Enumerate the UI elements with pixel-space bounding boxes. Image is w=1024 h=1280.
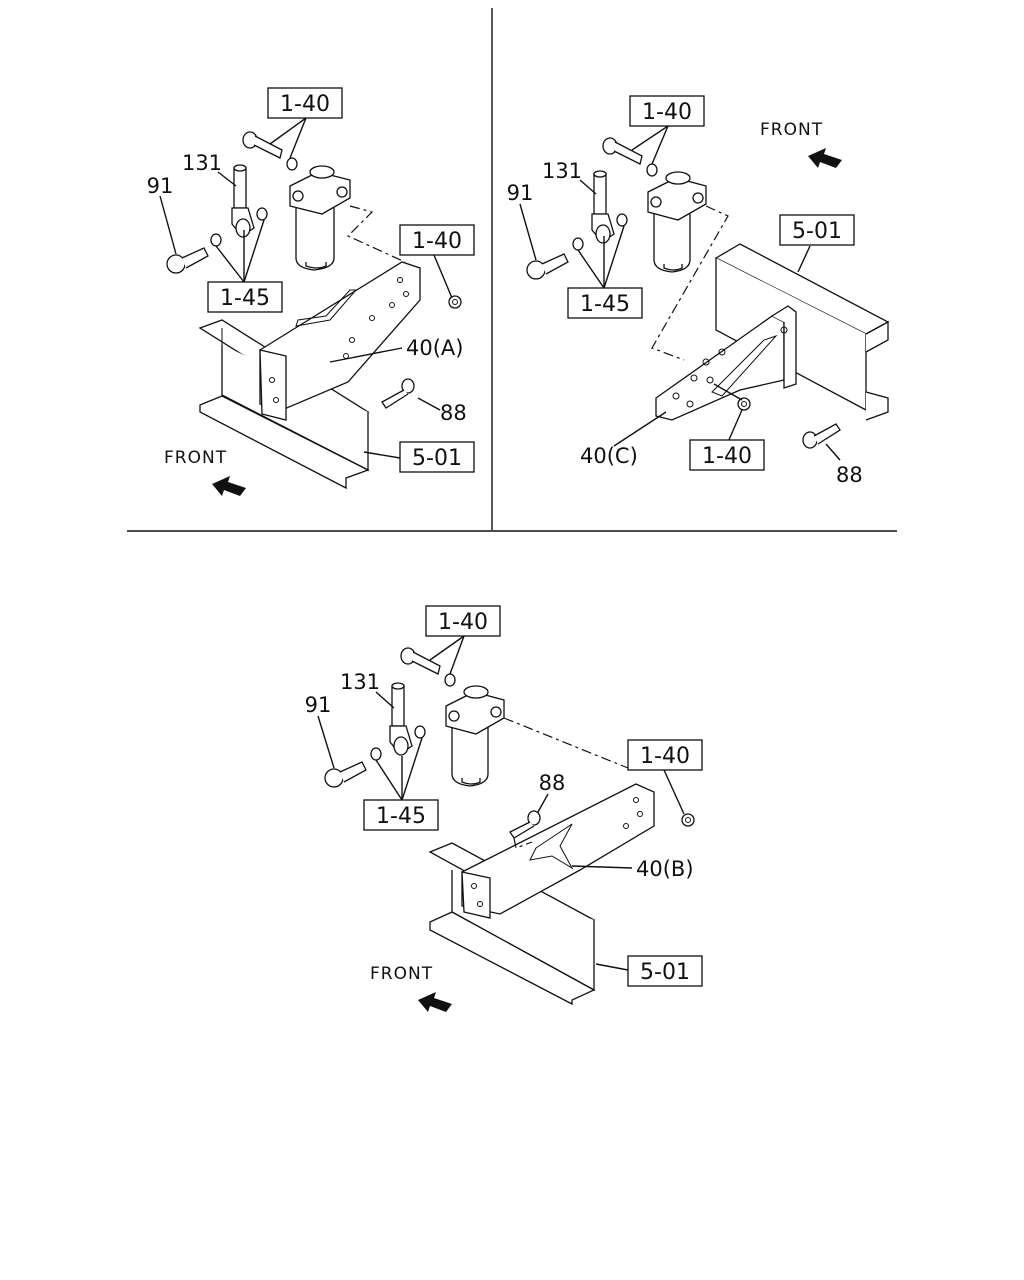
front-label-a: FRONT — [164, 448, 227, 468]
callout-88-b: 88 — [539, 771, 566, 795]
bracket-b — [461, 783, 655, 919]
callout-box-1-40-top-c — [629, 95, 705, 127]
eye-bolt-c — [526, 253, 569, 280]
callout-1-40-top-c: 1-40 — [642, 100, 692, 125]
callout-box-5-01-c — [779, 214, 855, 246]
callout-91-c: 91 — [507, 181, 534, 205]
nut-c — [737, 397, 751, 411]
frame-rail-c — [714, 243, 890, 421]
front-arrow-icon-b — [418, 992, 452, 1012]
callout-box-1-45-c — [567, 287, 643, 319]
callout-box-1-40-top-a — [267, 87, 343, 119]
callout-91-a: 91 — [147, 174, 174, 198]
fuel-filter-a — [289, 165, 351, 271]
callout-5-01-b: 5-01 — [640, 960, 690, 985]
leader-lines-a — [159, 117, 453, 459]
callout-40b: 40(B) — [636, 857, 694, 881]
pipe-a — [210, 164, 268, 247]
bracket-a — [259, 261, 421, 421]
front-arrow-icon-c — [808, 148, 842, 168]
front-label-c: FRONT — [760, 120, 823, 140]
callout-1-40-top-b: 1-40 — [438, 610, 488, 635]
callout-1-40-nut-a: 1-40 — [412, 229, 462, 254]
front-arrow-icon-a — [212, 476, 246, 496]
callout-1-45-c: 1-45 — [580, 292, 630, 317]
callout-91-b: 91 — [305, 693, 332, 717]
callout-box-1-40-top-b — [425, 605, 501, 637]
pipe-b — [370, 682, 426, 761]
front-label-b: FRONT — [370, 964, 433, 984]
callout-box-1-45-b — [363, 799, 439, 831]
bolt-88-a — [381, 378, 415, 409]
panel-a: 1-40 131 91 1-45 1-40 40(A) 88 5-01 FRON… — [147, 87, 475, 496]
callout-box-1-40-nut-b — [627, 739, 703, 771]
callout-box-5-01-a — [399, 441, 475, 473]
callout-40a: 40(A) — [406, 336, 463, 360]
callout-5-01-c: 5-01 — [792, 219, 842, 244]
top-bolt-c — [602, 137, 658, 177]
leader-lines-c — [519, 125, 841, 461]
top-bolt-a — [242, 131, 298, 171]
nut-a — [448, 295, 462, 309]
panel-c: 1-40 131 91 1-45 FRONT 5-01 40(C) 1-40 8… — [507, 95, 890, 487]
eye-bolt-a — [166, 247, 209, 274]
eye-bolt-b — [324, 761, 367, 788]
fuel-filter-c — [647, 171, 707, 273]
top-bolt-b — [400, 647, 456, 687]
callout-box-1-40-nut-c — [689, 439, 765, 471]
callout-1-40-top-a: 1-40 — [280, 92, 330, 117]
bolt-88-c — [802, 423, 841, 449]
leader-lines-b — [317, 635, 685, 971]
callout-88-a: 88 — [440, 401, 467, 425]
callout-1-40-nut-c: 1-40 — [702, 444, 752, 469]
callout-88-c: 88 — [836, 463, 863, 487]
fuel-filter-b — [445, 685, 505, 787]
callout-box-1-40-nut-a — [399, 224, 475, 256]
callout-5-01-a: 5-01 — [412, 446, 462, 471]
nut-b — [681, 813, 695, 827]
callout-1-45-b: 1-45 — [376, 804, 426, 829]
callout-1-40-nut-b: 1-40 — [640, 744, 690, 769]
pipe-c — [572, 170, 628, 251]
callout-131-c: 131 — [542, 159, 582, 183]
callout-131-b: 131 — [340, 670, 380, 694]
callout-131-a: 131 — [182, 151, 222, 175]
callout-40c: 40(C) — [580, 444, 638, 468]
callout-1-45-a: 1-45 — [220, 286, 270, 311]
callout-box-5-01-b — [627, 955, 703, 987]
callout-box-1-45-a — [207, 281, 283, 313]
panel-b: 1-40 131 91 1-45 88 1-40 40(B) 5-01 FRON… — [305, 605, 703, 1012]
bolt-88-b — [509, 810, 541, 839]
